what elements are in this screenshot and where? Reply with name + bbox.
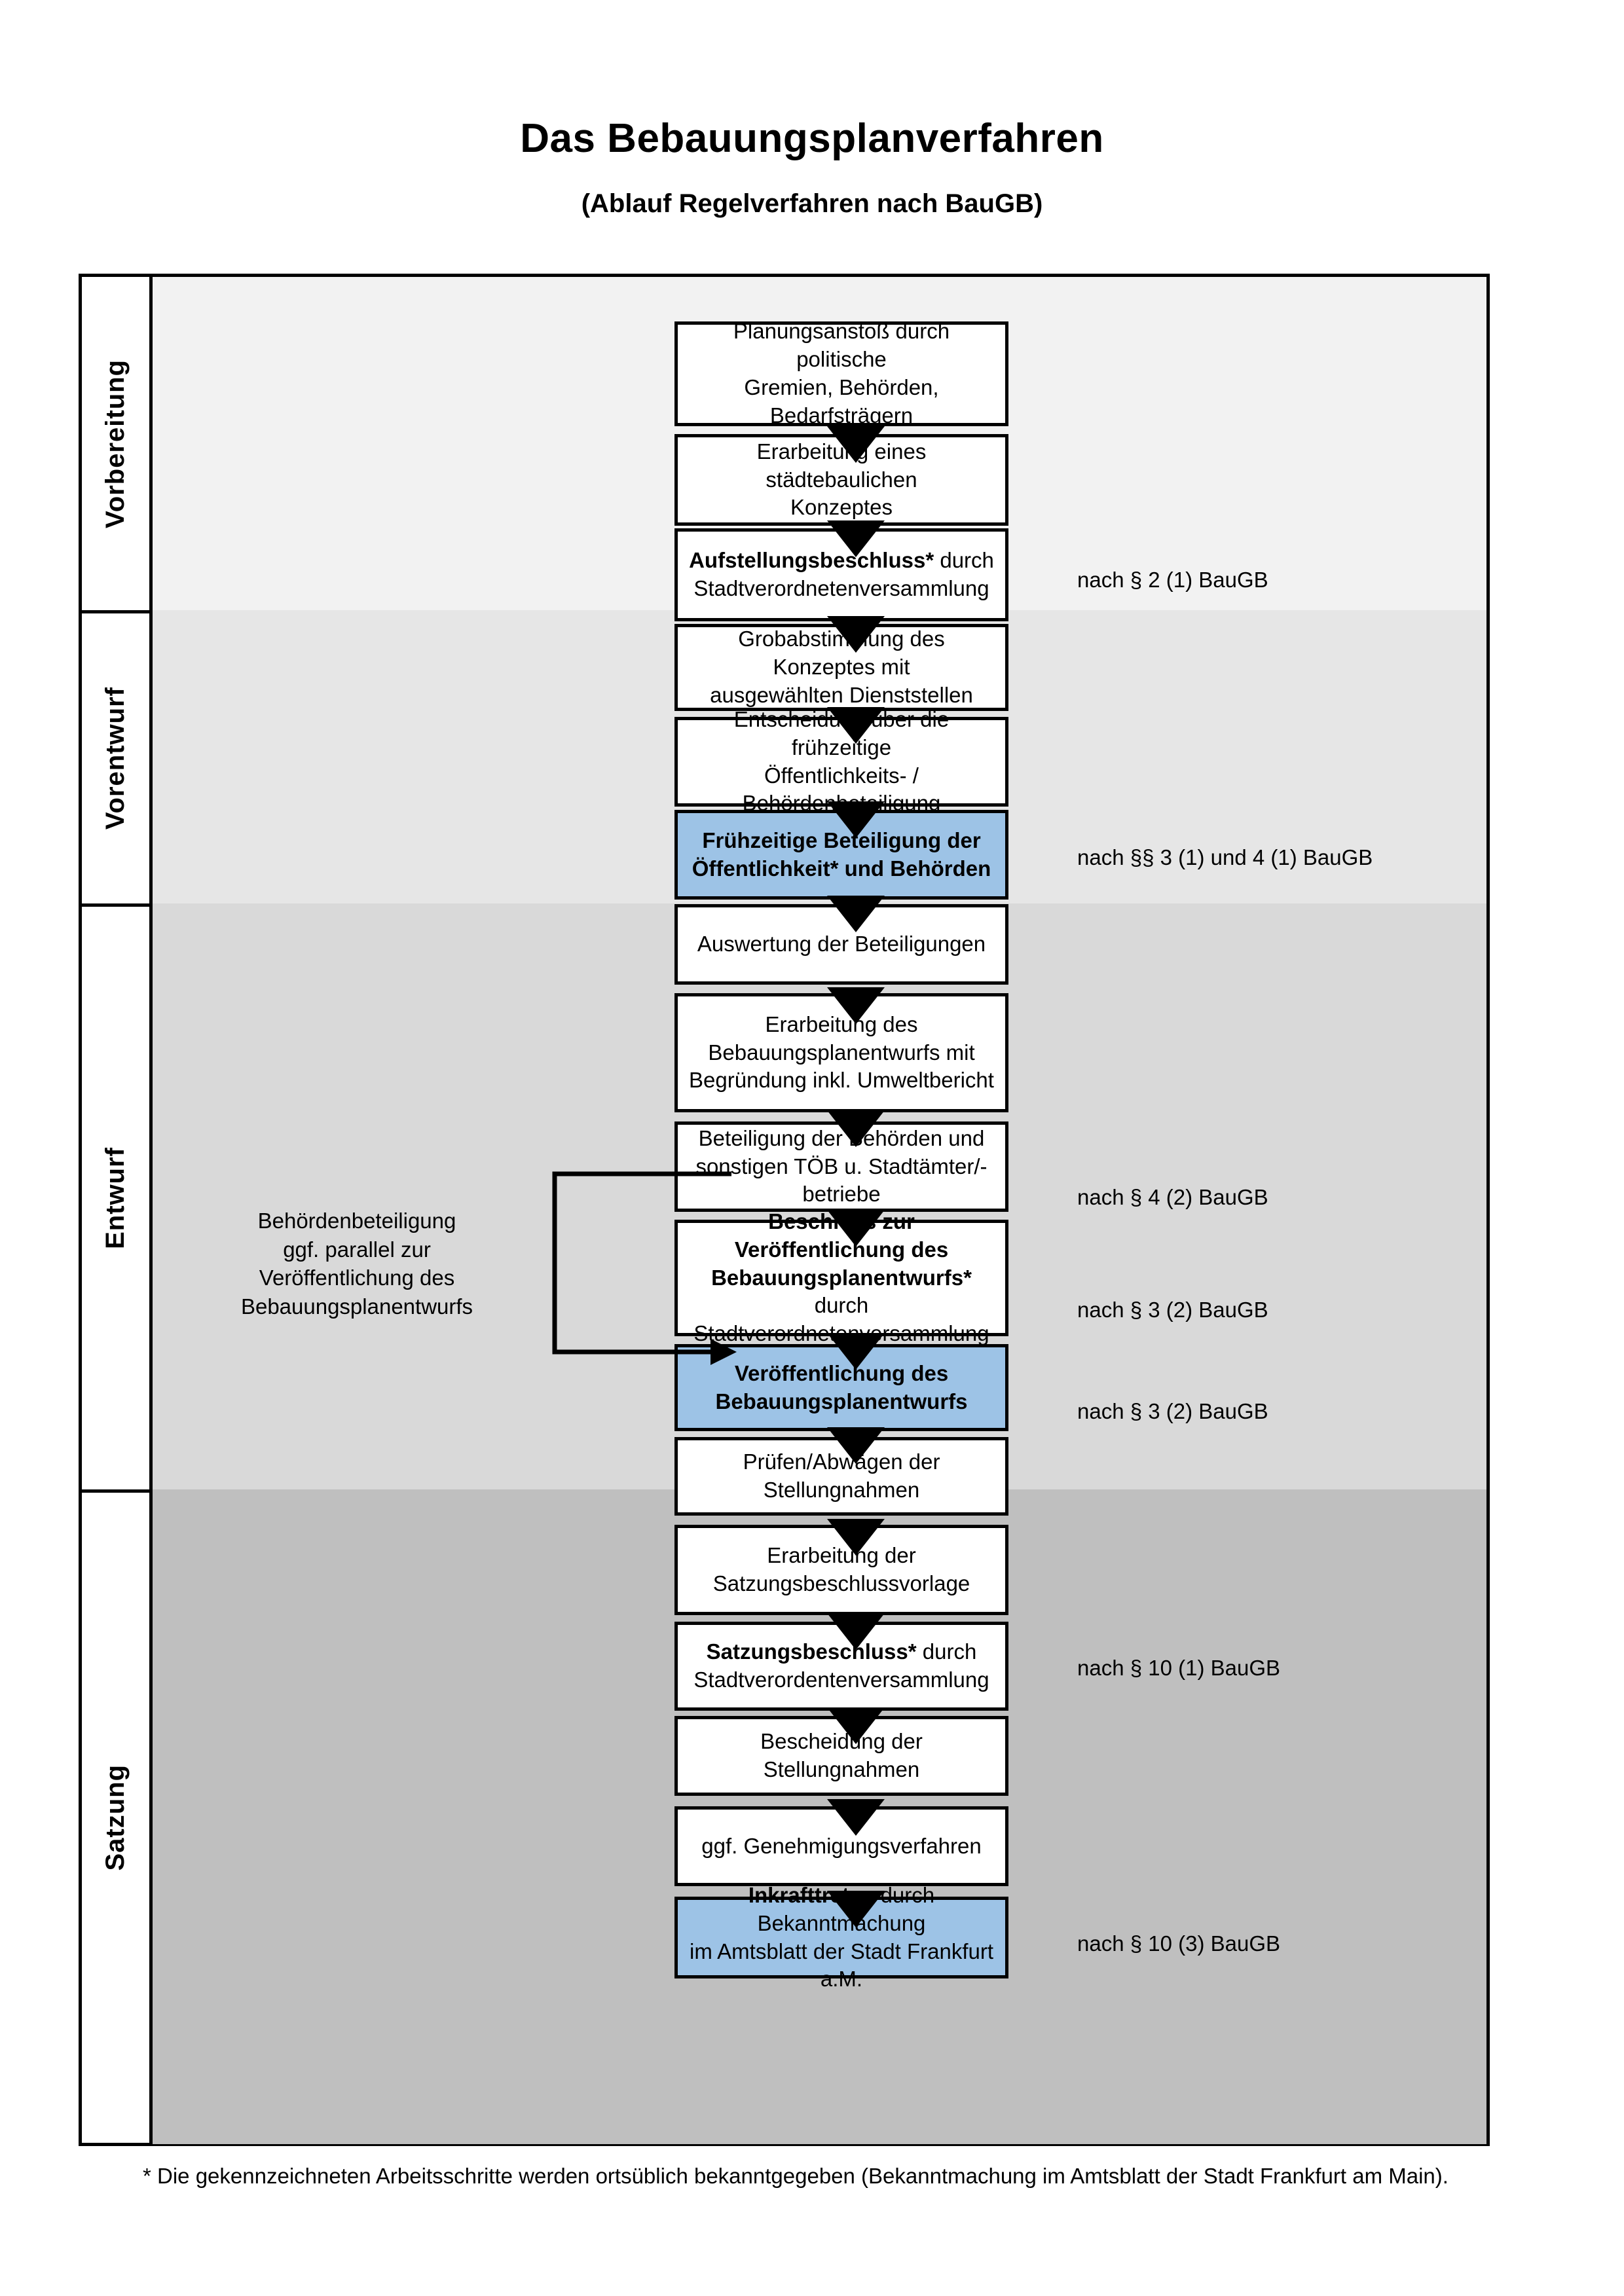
phase-label-satzung: Satzung bbox=[101, 1764, 130, 1871]
arrow-veroeffentlichung-to-pruefen bbox=[827, 1427, 885, 1464]
side-note-line2: ggf. parallel zur bbox=[283, 1237, 431, 1262]
side-note-behoerdenbeteiligung: Behördenbeteiligung ggf. parallel zur Ve… bbox=[193, 1207, 521, 1321]
law-note-10-3: nach § 10 (3) BauGB bbox=[1077, 1931, 1281, 1956]
arrow-auswertung-to-erarbeitung bbox=[827, 987, 885, 1024]
law-note-3-2-a: nach § 3 (2) BauGB bbox=[1077, 1298, 1268, 1322]
step-box-satzungsbeschluss[interactable]: Satzungsbeschluss* durch Stadtverordente… bbox=[674, 1622, 1008, 1711]
phase-label-entwurf: Entwurf bbox=[101, 1147, 130, 1249]
law-note-10-1: nach § 10 (1) BauGB bbox=[1077, 1656, 1281, 1680]
step-text-line1: Auswertung der Beteiligungen bbox=[697, 932, 986, 957]
side-note-line4: Bebauungsplanentwurfs bbox=[240, 1294, 473, 1319]
flowchart-frame: Vorbereitung Vorentwurf Entwurf Satzung … bbox=[79, 274, 1490, 2146]
page-header: Das Bebauungsplanverfahren (Ablauf Regel… bbox=[0, 0, 1624, 219]
arrow-bescheidung-to-genehmigung bbox=[827, 1799, 885, 1836]
arrow-genehmigung-to-inkrafttreten bbox=[827, 1891, 885, 1927]
side-note-line3: Veröffentlichung des bbox=[259, 1266, 455, 1290]
parallel-branch-connector bbox=[552, 1171, 737, 1365]
arrow-satzungsvorlage-to-satzungsbeschluss bbox=[827, 1613, 885, 1650]
law-note-3-2-b: nach § 3 (2) BauGB bbox=[1077, 1399, 1268, 1423]
phase-cell-entwurf: Entwurf bbox=[82, 903, 149, 1489]
arrow-konzept-to-aufstellung bbox=[827, 520, 885, 557]
step-text-line2: Stadtverordentenversammlung bbox=[693, 1667, 989, 1692]
law-note-2-1: nach § 2 (1) BauGB bbox=[1077, 568, 1268, 592]
step-text-bold-line2: Bebauungsplanentwurfs* bbox=[711, 1265, 972, 1290]
step-text-rest: durch bbox=[814, 1293, 869, 1318]
page-subtitle: (Ablauf Regelverfahren nach BauGB) bbox=[581, 189, 1043, 218]
step-text-line2: Satzungsbeschlussvorlage bbox=[712, 1571, 970, 1595]
phase-cell-satzung: Satzung bbox=[82, 1489, 149, 2143]
step-text-line2: ausgewählten Dienststellen bbox=[710, 682, 973, 707]
step-text-line2: sonstigen TÖB u. Stadtämter/-betriebe bbox=[695, 1154, 987, 1207]
step-text-rest: durch bbox=[916, 1639, 977, 1664]
step-box-planungsanstoss[interactable]: Planungsanstoß durch politische Gremien,… bbox=[674, 319, 1008, 428]
step-text-line2: Öffentlichkeit* und Behörden bbox=[692, 856, 991, 881]
step-text-line2: Stadtverordnetenversammlung bbox=[693, 576, 989, 600]
arrow-satzungsbeschluss-to-bescheidung bbox=[827, 1707, 885, 1744]
step-text-line2: im Amtsblatt der Stadt Frankfurt a.M. bbox=[690, 1939, 993, 1992]
step-box-veroeffentlichung[interactable]: Veröffentlichung des Bebauungsplanentwur… bbox=[674, 1344, 1008, 1431]
step-box-erarbeitung-entwurf[interactable]: Erarbeitung des Bebauungsplanentwurfs mi… bbox=[674, 993, 1008, 1112]
step-text-line3: Begründung inkl. Umweltbericht bbox=[689, 1068, 994, 1093]
arrow-entscheidung-to-fruehzeitige bbox=[827, 801, 885, 838]
side-note-line1: Behördenbeteiligung bbox=[257, 1209, 456, 1233]
law-note-3-1-4-1: nach §§ 3 (1) und 4 (1) BauGB bbox=[1077, 845, 1373, 869]
arrow-planungsanstoss-to-konzept bbox=[827, 426, 885, 463]
phase-label-column: Vorbereitung Vorentwurf Entwurf Satzung bbox=[82, 277, 153, 2143]
step-text-bold: Satzungsbeschluss* bbox=[706, 1639, 917, 1664]
step-text-line1: ggf. Genehmigungsverfahren bbox=[701, 1833, 982, 1858]
step-text-line2: Bebauungsplanentwurfs mit bbox=[708, 1040, 975, 1065]
arrow-beschluss-to-veroeffentlichung bbox=[827, 1333, 885, 1370]
step-text-bold: Aufstellungsbeschluss* bbox=[689, 548, 934, 573]
step-text-rest: durch bbox=[934, 548, 994, 573]
step-text-line2: Gremien, Behörden, Bedarfsträgern bbox=[744, 375, 939, 428]
footnote: * Die gekennzeichneten Arbeitsschritte w… bbox=[143, 2164, 1449, 2188]
step-box-beschluss-veroeffentlichung[interactable]: Beschluss zur Veröffentlichung des Bebau… bbox=[674, 1209, 1008, 1345]
page-title: Das Bebauungsplanverfahren bbox=[520, 116, 1104, 161]
step-text-line2: Konzeptes bbox=[790, 495, 893, 520]
arrow-aufstellung-to-grobabstimmung bbox=[827, 616, 885, 653]
arrow-pruefen-to-satzungsvorlage bbox=[827, 1519, 885, 1556]
phase-label-vorentwurf: Vorentwurf bbox=[101, 687, 130, 830]
step-text-line1: Planungsanstoß durch politische bbox=[733, 319, 950, 372]
phase-cell-vorentwurf: Vorentwurf bbox=[82, 610, 149, 903]
arrow-fruehzeitige-to-auswertung bbox=[827, 896, 885, 932]
step-text-line2: Bebauungsplanentwurfs bbox=[715, 1389, 968, 1413]
arrow-beteiligung-to-beschluss bbox=[827, 1210, 885, 1247]
law-note-4-2: nach § 4 (2) BauGB bbox=[1077, 1185, 1268, 1209]
phase-label-vorbereitung: Vorbereitung bbox=[101, 359, 130, 528]
arrow-grobabstimmung-to-entscheidung bbox=[827, 707, 885, 744]
arrow-erarbeitung-to-beteiligung bbox=[827, 1110, 885, 1147]
phase-cell-vorbereitung: Vorbereitung bbox=[82, 277, 149, 610]
